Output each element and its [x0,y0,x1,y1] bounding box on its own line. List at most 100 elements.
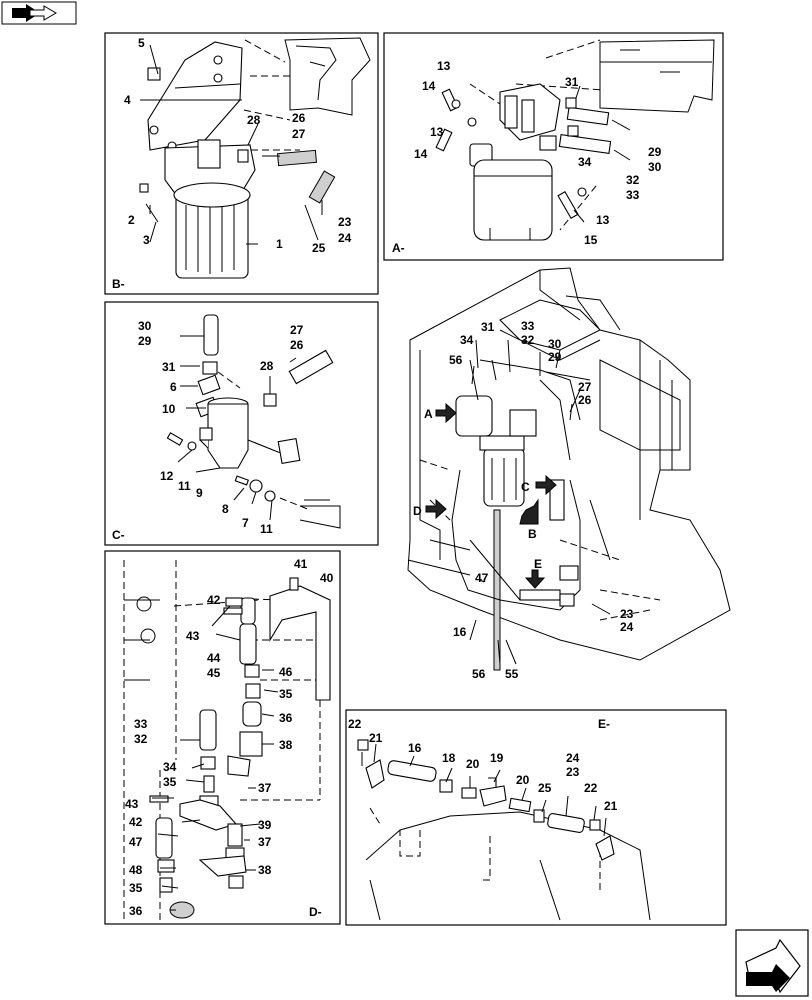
main-letter-a: A [424,407,433,421]
part-callout: 33 [134,717,148,731]
part-callout: 23 [620,607,634,621]
part-callout: 28 [260,359,274,373]
main-letter-b: B [528,527,537,541]
part-callout: 34 [460,333,474,347]
part-callout: 9 [196,486,203,500]
part-callout: 20 [516,773,530,787]
part-callout: 10 [162,402,176,416]
part-callout: 28 [247,113,261,127]
part-callout: 44 [207,651,221,665]
part-callout: 56 [472,667,486,681]
part-callout: 14 [414,147,428,161]
main-assembly [407,267,731,671]
part-callout: 29 [548,350,562,364]
part-callout: 47 [129,835,143,849]
part-callout: 41 [294,557,308,571]
part-callout: 16 [408,741,422,755]
part-callout: 43 [186,629,200,643]
part-callout: 37 [258,781,272,795]
part-callout: 42 [129,815,143,829]
main-letter-c: C [521,480,530,494]
part-callout: 32 [134,732,148,746]
part-callout: 27 [578,380,592,394]
part-callout: 24 [338,231,352,245]
part-callout: 32 [626,173,640,187]
part-callout: 24 [566,751,580,765]
part-callout: 46 [279,665,293,679]
panel-d-label: D- [309,905,322,919]
part-callout: 37 [258,835,272,849]
nav-back-icon[interactable] [1,1,77,25]
part-callout: 23 [338,215,352,229]
part-callout: 13 [596,213,610,227]
part-callout: 20 [466,757,480,771]
part-callout: 13 [437,59,451,73]
part-callout: 25 [538,781,552,795]
panel-a [383,32,724,261]
part-callout: 38 [279,738,293,752]
panel-d [104,550,341,925]
part-callout: 29 [138,334,152,348]
part-callout: 8 [222,502,229,516]
part-callout: 14 [422,79,436,93]
part-callout: 35 [163,775,177,789]
part-callout: 36 [279,711,293,725]
part-callout: 27 [290,323,304,337]
part-callout: 22 [348,717,362,731]
part-callout: 33 [626,188,640,202]
part-callout: 26 [578,393,592,407]
part-callout: 32 [521,333,535,347]
part-callout: 21 [369,731,383,745]
part-callout: 30 [138,319,152,333]
part-callout: 25 [312,241,326,255]
part-callout: 11 [260,522,273,536]
part-callout: 5 [138,36,145,50]
panel-a-label: A- [392,241,405,255]
part-callout: 43 [125,797,139,811]
part-callout: 31 [162,360,176,374]
part-callout: 36 [129,904,143,918]
panel-c [104,301,379,546]
part-callout: 15 [584,233,598,247]
part-callout: 26 [290,338,304,352]
part-callout: 31 [565,75,579,89]
part-callout: 39 [258,818,272,832]
part-callout: 30 [548,337,562,351]
part-callout: 34 [163,760,177,774]
part-callout: 2 [128,213,135,227]
part-callout: 34 [578,155,592,169]
part-callout: 7 [242,516,249,530]
part-callout: 40 [320,571,334,585]
part-callout: 47 [475,571,489,585]
part-callout: 55 [505,667,519,681]
part-callout: 35 [279,687,293,701]
part-callout: 1 [276,237,283,251]
part-callout: 21 [604,799,618,813]
part-callout: 42 [207,593,221,607]
part-callout: 33 [521,319,535,333]
part-callout: 35 [129,881,143,895]
panel-b-label: B- [112,277,125,291]
part-callout: 56 [449,353,463,367]
part-callout: 18 [442,751,456,765]
part-callout: 6 [170,380,177,394]
part-callout: 24 [620,620,634,634]
part-callout: 16 [453,625,467,639]
part-callout: 26 [292,111,306,125]
part-callout: 12 [160,469,174,483]
part-callout: 48 [129,863,143,877]
part-callout: 30 [648,160,662,174]
part-callout: 29 [648,145,662,159]
main-letter-d: D [413,504,422,518]
panel-e-label: E- [598,717,610,731]
part-callout: 13 [430,125,444,139]
part-callout: 3 [143,233,150,247]
part-callout: 19 [490,751,504,765]
panel-b [104,32,379,295]
nav-forward-icon[interactable] [735,929,809,997]
part-callout: 22 [584,781,598,795]
part-callout: 27 [292,127,306,141]
part-callout: 45 [207,666,221,680]
part-callout: 31 [481,320,495,334]
